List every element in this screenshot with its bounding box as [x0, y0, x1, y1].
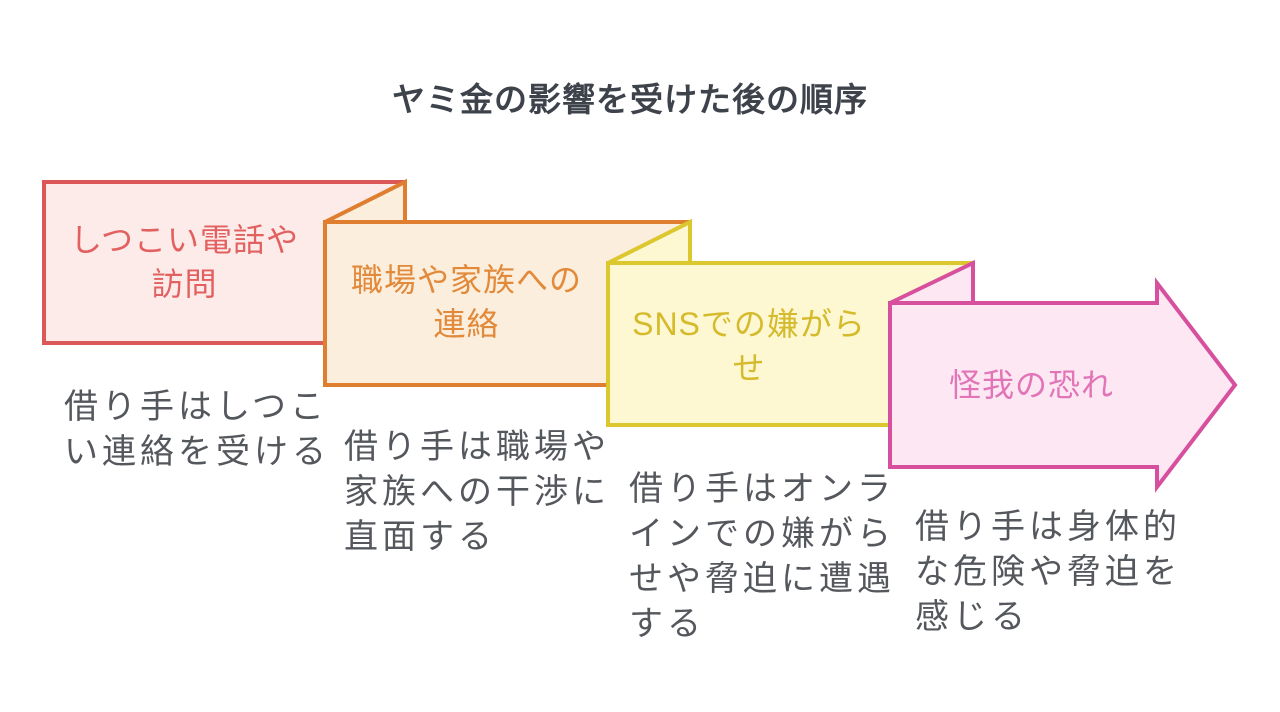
step-3-description: 借り手はオンラインでの嫌がらせや脅迫に遭遇する — [629, 470, 895, 643]
step-2-description: 借り手は職場や家族への干渉に直面する — [344, 428, 610, 556]
step-4-arrow-shape — [888, 277, 1238, 493]
step-1-description: 借り手はしつこい連絡を受ける — [64, 388, 330, 471]
step-2-label: 職場や家族への連絡 — [350, 262, 582, 342]
step-2-fold-shape — [324, 178, 407, 224]
diagram-title: ヤミ金の影響を受けた後の順序 — [392, 81, 868, 118]
step-4-fold-shape — [889, 259, 975, 305]
step-4-label: 怪我の恐れ — [948, 367, 1114, 403]
step-1-label: しつこい電話や訪問 — [69, 222, 300, 302]
step-3-fold-shape — [607, 218, 692, 265]
step-3-label: SNSでの嫌がらせ — [632, 306, 866, 386]
step-4-description: 借り手は身体的な危険や脅迫を感じる — [915, 508, 1181, 636]
